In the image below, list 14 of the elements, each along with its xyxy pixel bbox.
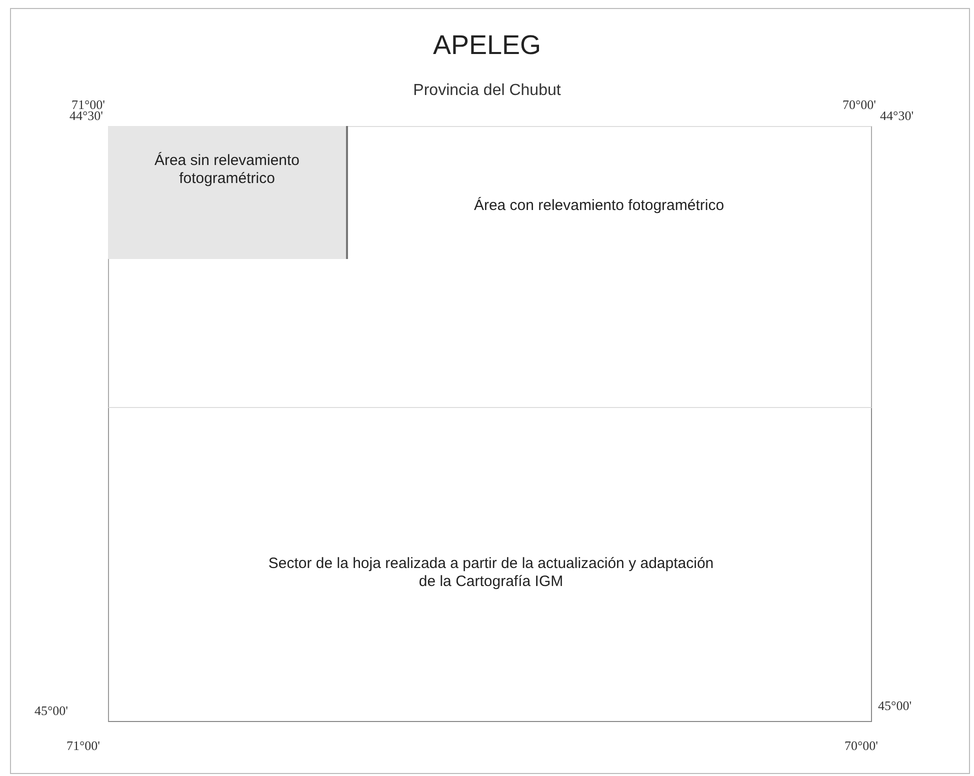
coordinate-label: 45°00'	[34, 703, 68, 719]
coordinate-label: 71°00'	[66, 738, 100, 754]
area-label: Área sin relevamiento fotogramétrico	[153, 152, 301, 188]
subtitle: Provincia del Chubut	[413, 82, 561, 100]
coordinate-label: 70°00'	[844, 738, 878, 754]
map-area	[108, 408, 872, 722]
area-label: Área con relevamiento fotogramétrico	[472, 197, 726, 215]
area-label: Sector de la hoja realizada a partir de la actualización y adaptación de la Cartografía IGM	[267, 555, 715, 591]
coordinate-label: 45°00'	[878, 698, 912, 714]
coordinate-label: 44°30'	[880, 108, 914, 124]
map-area	[108, 126, 348, 259]
coordinate-label: 70°00'	[842, 97, 876, 113]
title: APELEG	[432, 30, 542, 61]
map-area	[108, 126, 872, 408]
